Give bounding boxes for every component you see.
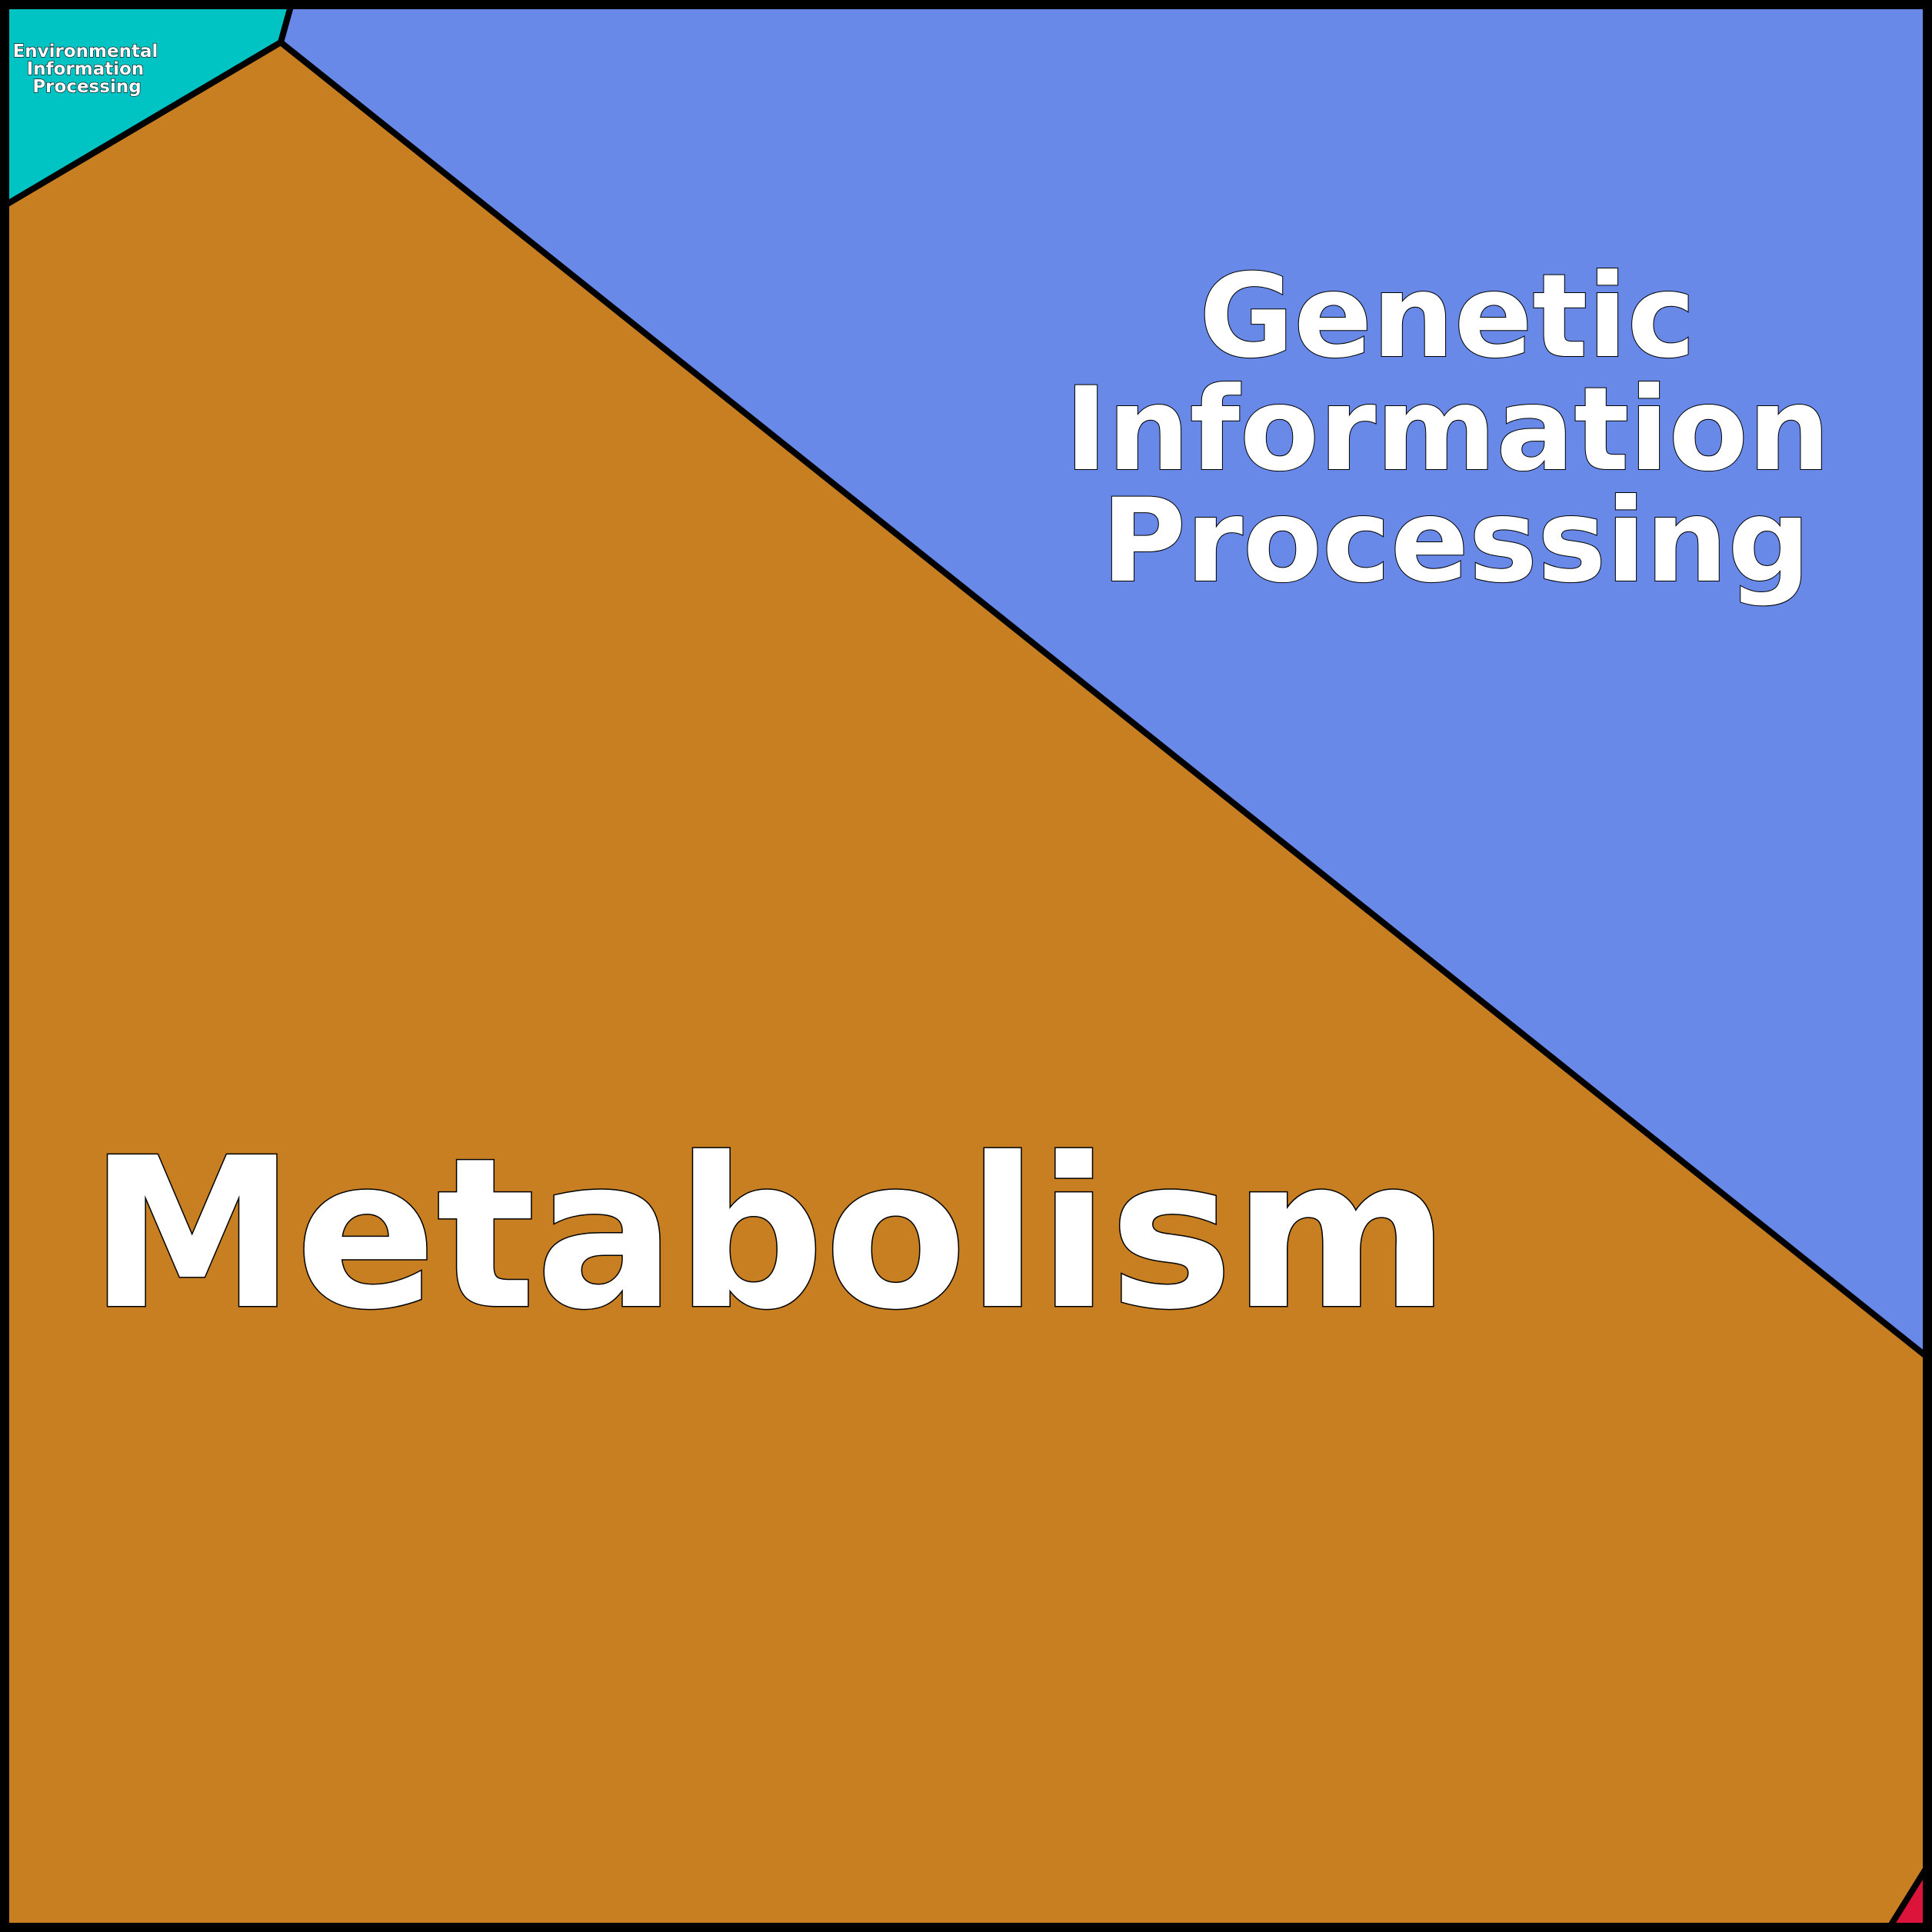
label-metabolism: Metabolism	[89, 1113, 1450, 1355]
label-line: Processing	[1101, 475, 1810, 608]
label-line: Environmental	[13, 42, 158, 62]
cell-small-corner-category[interactable]	[1887, 1866, 1929, 1929]
label-line: Processing	[32, 77, 141, 97]
label-line: Genetic	[1199, 250, 1695, 384]
label-genetic-information-processing: Genetic Information Processing	[1064, 250, 1870, 608]
cell-environmental-information-processing[interactable]	[3, 3, 294, 208]
label-line: Information	[27, 59, 145, 79]
label-environmental-information-processing: Environmental Information Processing	[13, 42, 165, 97]
label-line: Information	[1064, 363, 1830, 497]
label-line: Metabolism	[89, 1113, 1450, 1355]
